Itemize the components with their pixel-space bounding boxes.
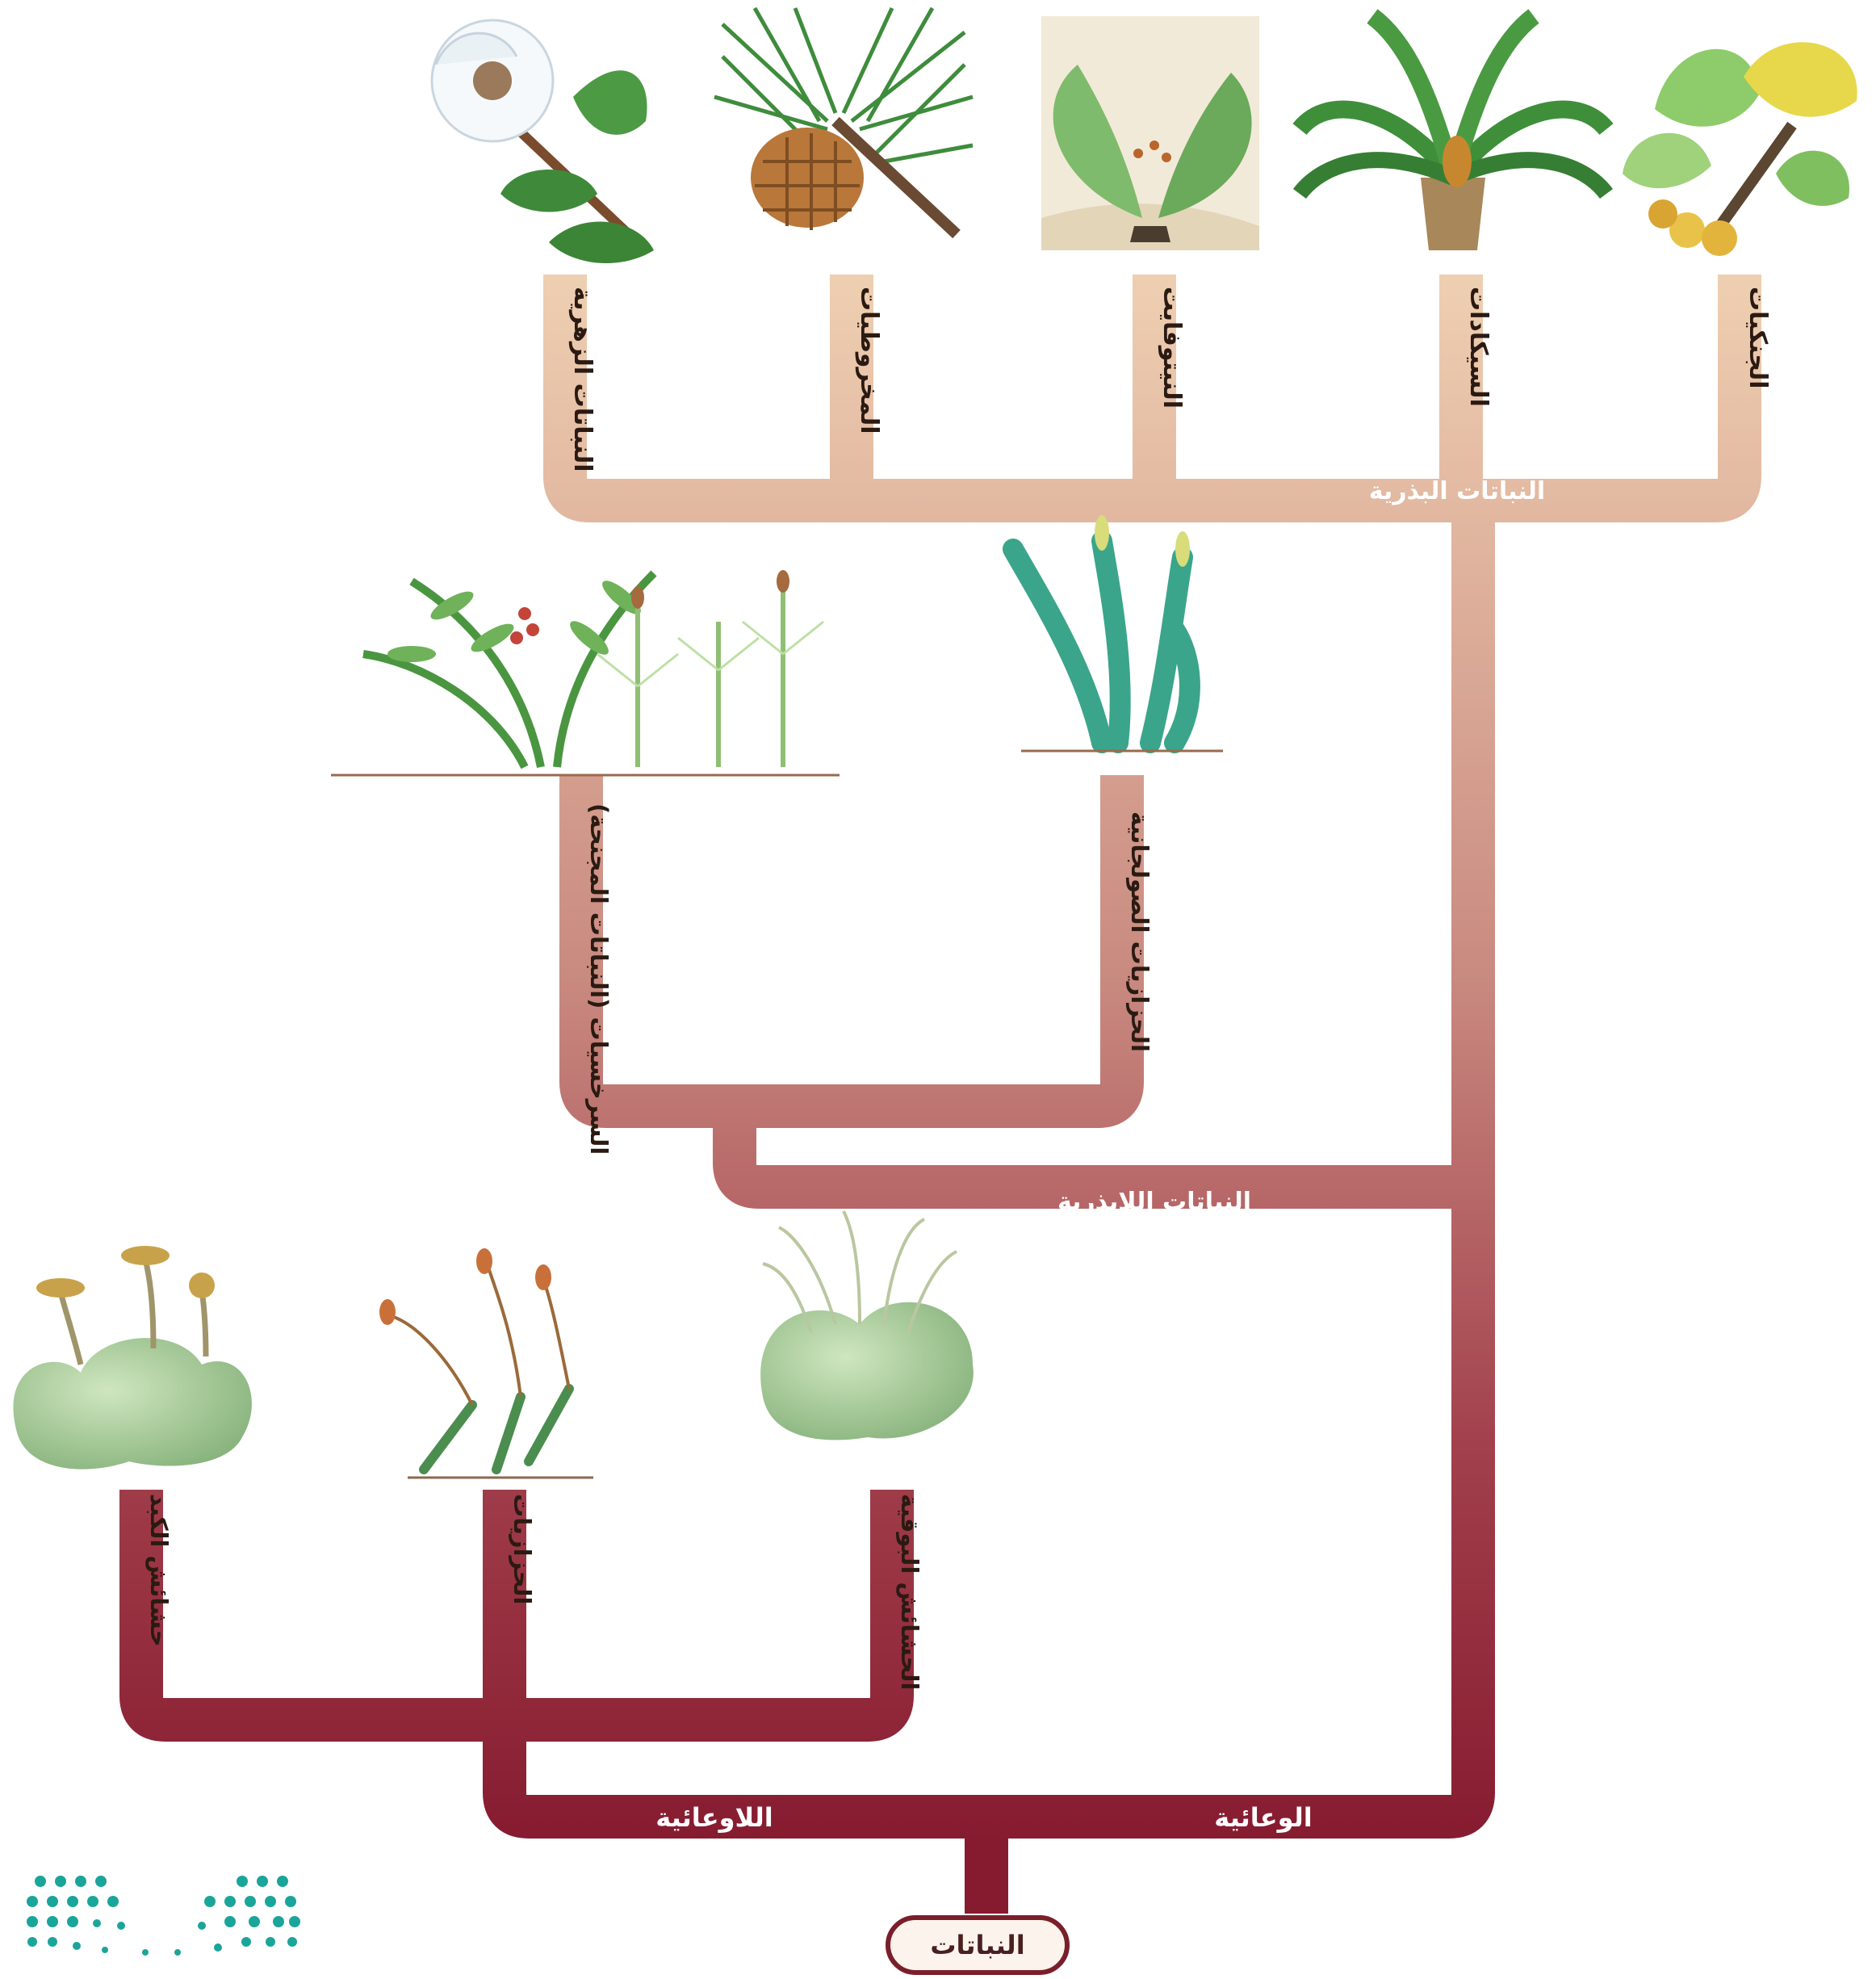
cycad-plant-icon: [1300, 16, 1606, 250]
tip-label-cycads: السيكادات: [1464, 287, 1493, 407]
tip-label-gnetophytes: النيتوفايت: [1158, 287, 1186, 409]
tip-label-flowering: النباتات الزهرية: [568, 287, 597, 472]
ministry-logo-dots-icon: [27, 1876, 300, 1956]
flowering-plant-icon: [432, 20, 654, 263]
clade-label-vascular: الوعائية: [1214, 1802, 1312, 1833]
fern-horsetail-plant-icon: [331, 570, 840, 775]
tip-label-ferns: السرخسيات (النباتات المجنحة): [585, 803, 613, 1155]
conifer-pine-cone-icon: [714, 8, 973, 234]
liverwort-plant-icon: [13, 1246, 252, 1470]
tip-label-hornworts: الحشائش البوقية: [896, 1494, 923, 1690]
seedless-connector: [735, 1122, 1473, 1187]
root-node: النباتات: [888, 1918, 1067, 1973]
ginkgo-plant-icon: [1623, 42, 1857, 256]
tip-label-club-mosses: الحزازيات الصولجانية: [1126, 811, 1154, 1052]
gnetophyte-plant-icon: [1041, 16, 1259, 250]
tip-label-conifers: المخروطيات: [855, 287, 883, 434]
clade-label-seedless: النباتات اللابذرية: [1057, 1188, 1251, 1216]
hornwort-plant-icon: [760, 1211, 974, 1440]
tip-label-mosses: الحزازيات: [509, 1494, 536, 1604]
tip-label-liverworts: حشائش الكبد: [145, 1494, 173, 1647]
clade-label-nonvascular: اللاوعائية: [655, 1802, 773, 1833]
seedless-bar: [581, 775, 1122, 1106]
branch-lines: [141, 275, 1740, 1914]
root-label: النباتات: [930, 1930, 1024, 1960]
moss-plant-icon: [379, 1248, 593, 1478]
club-moss-plant-icon: [1013, 515, 1223, 751]
tip-label-ginkgo: الجنكيات: [1744, 287, 1772, 389]
nonvascular-tip-labels: الحشائش البوقية الحزازيات حشائش الكبد: [145, 1494, 923, 1690]
clade-label-seed: النباتات البذرية: [1369, 477, 1545, 505]
